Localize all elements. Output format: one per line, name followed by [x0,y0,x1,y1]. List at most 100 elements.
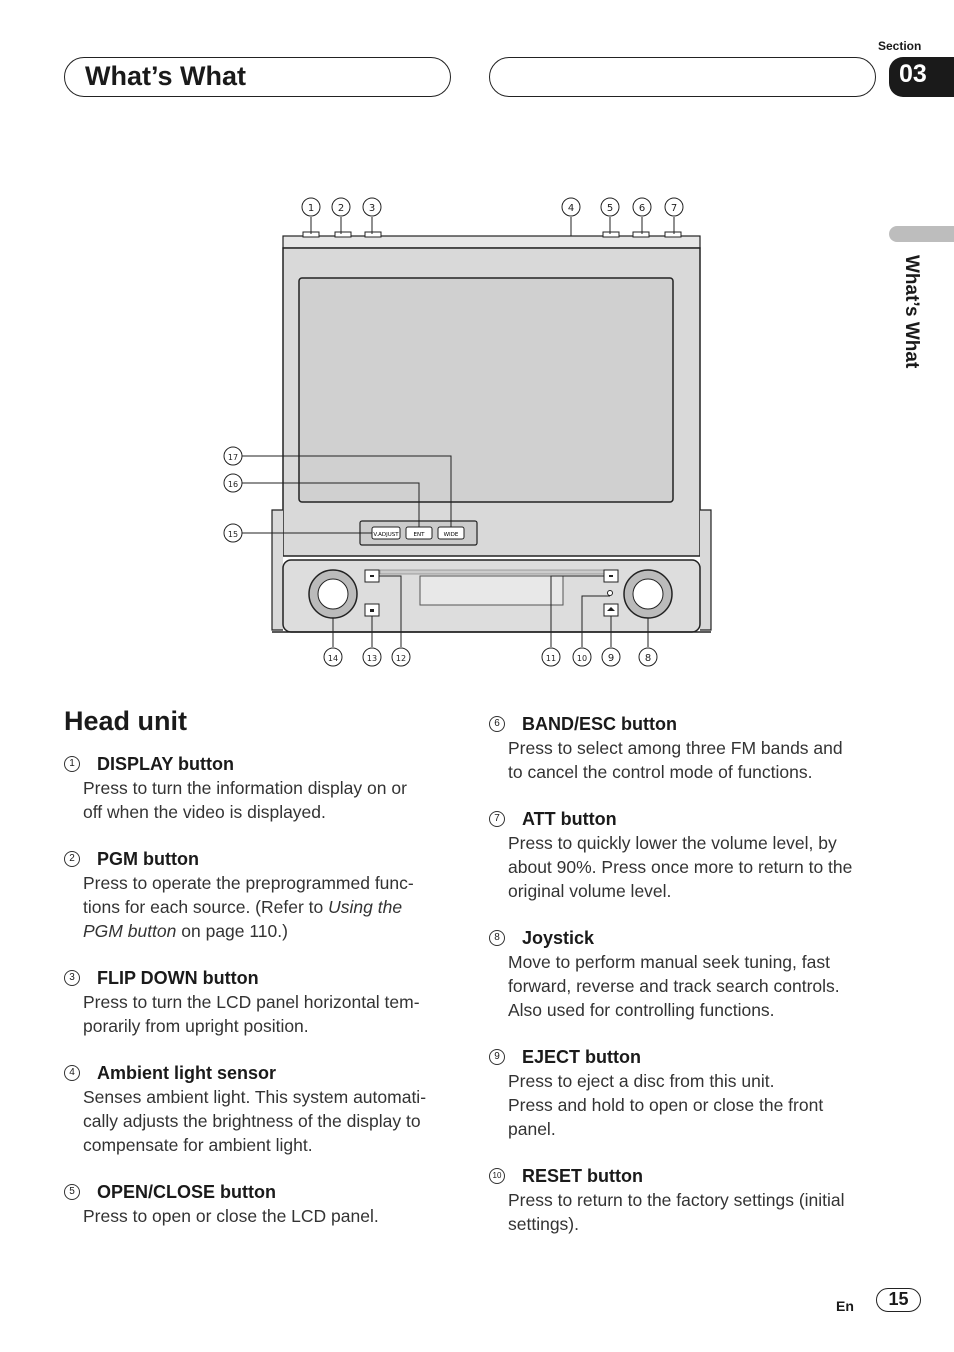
svg-text:3: 3 [369,203,375,214]
section-badge: 03 [889,57,954,97]
side-tab-marker [889,226,954,242]
item-description: Press to select among three FM bands and… [508,738,843,782]
item-description: Press to turn the LCD panel horizontal t… [83,992,420,1036]
section-label: Section [878,39,922,53]
item-number: 7 [489,811,505,827]
callout-14: 14 [323,647,343,667]
callout-5: 5 [600,197,620,217]
top-btn-7 [664,231,682,238]
top-btn-2 [334,231,352,238]
callout-13: 13 [362,647,382,667]
item-title: Joystick [522,927,595,948]
callout-15: 15 [223,523,243,543]
item-ambient-light-sensor: 4 Ambient light sensor Senses ambient lig… [64,1061,459,1157]
item-title: PGM button [97,848,199,869]
item-number: 4 [64,1065,80,1081]
callout-9: 9 [601,647,621,667]
item-display-button: 1 DISPLAY button Press to turn the inform… [64,752,459,824]
cross-reference: Using the PGM button [83,897,403,941]
side-tab-label: What’s What [901,255,922,369]
v-adjust-label: V.ADJUST [373,532,399,538]
item-description: Press to eject a disc from this unit. Pr… [508,1071,824,1139]
svg-text:4: 4 [568,203,574,214]
item-title: ATT button [522,808,617,829]
callout-8: 8 [638,647,658,667]
callout-3: 3 [362,197,382,217]
svg-text:16: 16 [228,480,238,489]
svg-text:1: 1 [308,203,314,214]
item-description: Press to operate the preprogrammed func-… [83,873,414,941]
callout-7: 7 [664,197,684,217]
item-number: 8 [489,930,505,946]
svg-text:8: 8 [645,653,651,664]
item-title: RESET button [522,1165,643,1186]
item-band-esc-button: 6 BAND/ESC button Press to select among t… [489,712,884,784]
joystick [632,578,664,610]
item-title: DISPLAY button [97,753,235,774]
display-window [419,575,564,606]
svg-text:15: 15 [228,530,238,539]
callout-10: 10 [572,647,592,667]
right-column: 6 BAND/ESC button Press to select among t… [489,712,884,1259]
top-bezel [282,235,701,249]
item-description: Press to turn the information display on… [83,778,407,822]
header-blank-pill [489,57,876,97]
top-btn-6 [632,231,650,238]
item-title: Ambient light sensor [97,1062,277,1083]
item-number: 2 [64,851,80,867]
page-number: 15 [876,1288,921,1312]
left-bracket [271,509,283,631]
item-number: 5 [64,1184,80,1200]
lcd-screen [298,277,674,503]
item-joystick: 8 Joystick Move to perform manual seek tu… [489,926,884,1022]
title-pill: What’s What [64,57,451,97]
item-description: Senses ambient light. This system automa… [83,1087,427,1155]
reset-hole [607,590,613,596]
svg-text:2: 2 [338,203,344,214]
svg-text:17: 17 [228,453,238,462]
item-number: 10 [489,1168,505,1184]
svg-text:6: 6 [639,203,645,214]
svg-text:13: 13 [367,654,377,663]
svg-text:9: 9 [608,653,614,664]
svg-text:7: 7 [671,203,677,214]
section-heading: Head unit [64,706,188,736]
item-description: Press to open or close the LCD panel. [83,1206,379,1226]
callout-2: 2 [331,197,351,217]
volume-knob [317,578,349,610]
item-number: 1 [64,756,80,772]
item-title: EJECT button [522,1046,641,1067]
item-flip-down-button: 3 FLIP DOWN button Press to turn the LCD … [64,966,459,1038]
ent-label: ENT [414,532,426,538]
item-open-close-button: 5 OPEN/CLOSE button Press to open or clos… [64,1180,459,1228]
head-unit-diagram: V.ADJUST ENT WIDE [223,197,712,667]
item-number: 3 [64,970,80,986]
item-att-button: 7 ATT button Press to quickly lower the v… [489,807,884,903]
right-bracket [700,509,712,631]
left-column: 1 DISPLAY button Press to turn the inform… [64,752,459,1251]
top-btn-3 [364,231,382,238]
item-description: Move to perform manual seek tuning, fast… [508,952,840,1020]
callout-11: 11 [541,647,561,667]
svg-text:10: 10 [577,654,587,663]
svg-text:5: 5 [607,203,613,214]
svg-text:11: 11 [546,654,556,663]
callout-17: 17 [223,446,243,466]
item-title: OPEN/CLOSE button [97,1181,276,1202]
item-description: Press to quickly lower the volume level,… [508,833,853,901]
svg-text:12: 12 [396,654,406,663]
item-title: FLIP DOWN button [97,967,259,988]
item-number: 9 [489,1049,505,1065]
language-code: En [836,1298,854,1314]
svg-text:14: 14 [328,654,338,663]
wide-label: WIDE [444,532,459,538]
callout-4: 4 [561,197,581,217]
item-title: BAND/ESC button [522,713,677,734]
callout-16: 16 [223,473,243,493]
page-title: What’s What [85,61,246,91]
item-pgm-button: 2 PGM button Press to operate the preprog… [64,847,459,943]
callout-12: 12 [391,647,411,667]
top-btn-5 [602,231,620,238]
item-number: 6 [489,716,505,732]
item-description: Press to return to the factory settings … [508,1190,845,1234]
